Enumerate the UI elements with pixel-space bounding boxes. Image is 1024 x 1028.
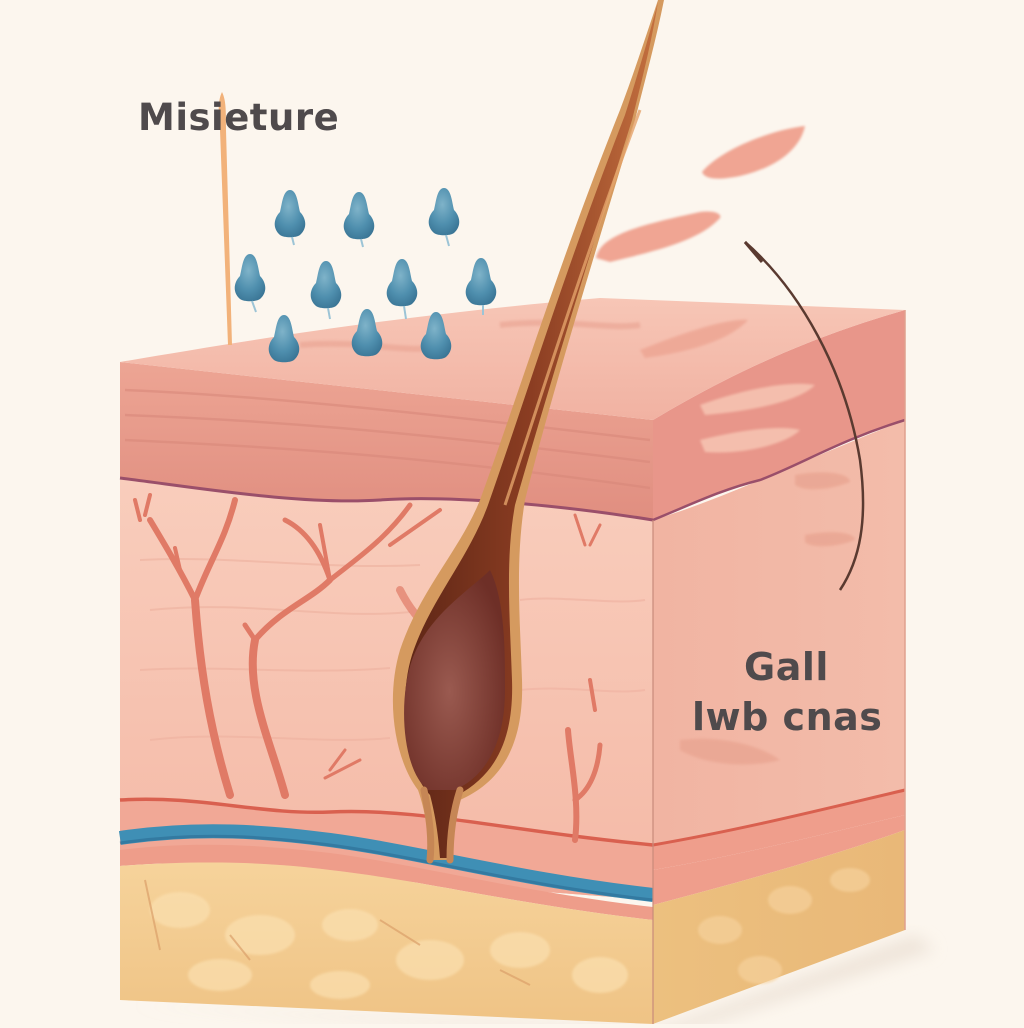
droplet-icon [386, 259, 418, 320]
moisture-pointer [218, 92, 232, 345]
flake-upper [702, 126, 805, 179]
front-face [118, 362, 654, 1024]
droplet-icon [420, 312, 452, 360]
label-right-line1: Gall [744, 645, 829, 689]
droplet-icon [351, 309, 383, 357]
skin-flakes [596, 126, 805, 262]
thin-hair-strand [743, 241, 865, 591]
droplet-icon [343, 192, 375, 248]
droplet-icon [274, 190, 306, 246]
cube-shadow [130, 935, 935, 1028]
hair-follicle [392, 0, 664, 864]
flake-lower [596, 211, 721, 262]
label-right-line2: lwb cnas [692, 695, 883, 739]
droplet-icon [310, 261, 342, 320]
droplet-icon [428, 188, 460, 247]
right-face [652, 310, 906, 1024]
label-moisture: Misieture [138, 96, 340, 139]
droplet-icon [268, 315, 300, 363]
droplet-icon [465, 258, 497, 315]
capillaries [133, 493, 603, 843]
water-droplets [234, 188, 497, 363]
droplet-icon [234, 254, 266, 313]
